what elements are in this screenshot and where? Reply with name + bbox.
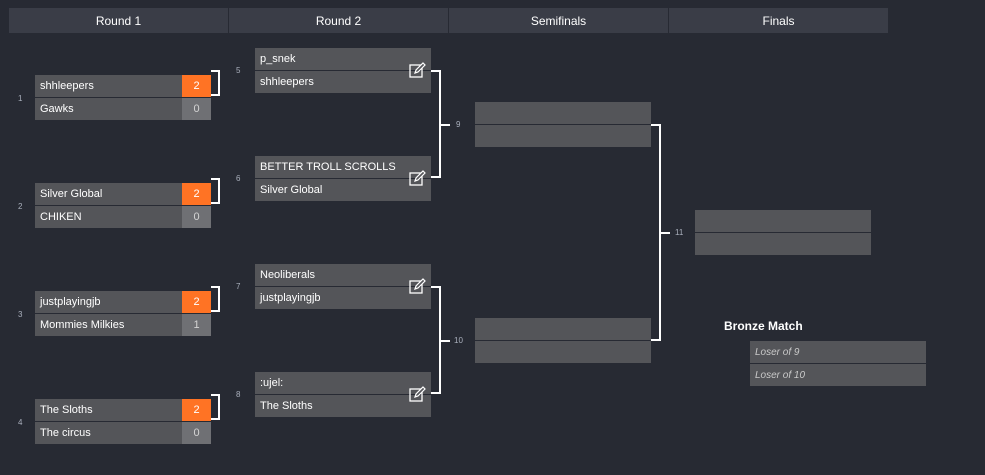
match-number: 2 — [18, 202, 23, 211]
match-2[interactable]: Silver Global 2 CHIKEN 0 — [35, 183, 211, 229]
team-name: Mommies Milkies — [40, 319, 125, 331]
match-3[interactable]: justplayingjb 2 Mommies Milkies 1 — [35, 291, 211, 337]
team-slot[interactable] — [475, 125, 651, 147]
placeholder-text: Loser of 10 — [755, 370, 806, 381]
connector-bracket — [431, 70, 441, 178]
match-11[interactable] — [695, 210, 871, 256]
team-slot[interactable]: BETTER TROLL SCROLLS — [255, 156, 431, 178]
match-number: 1 — [18, 94, 23, 103]
team-name: Silver Global — [260, 184, 323, 196]
connector-bracket — [211, 394, 220, 420]
team-name: Neoliberals — [260, 269, 316, 281]
connector-bracket — [431, 286, 441, 394]
team-slot[interactable] — [475, 318, 651, 340]
team-name: justplayingjb — [40, 296, 101, 308]
team-slot[interactable]: shhleepers — [255, 71, 431, 93]
team-name: Silver Global — [40, 188, 103, 200]
match-8[interactable]: :ujel: The Sloths — [255, 372, 431, 418]
team-slot[interactable]: justplayingjb 2 — [35, 291, 211, 313]
team-slot[interactable]: Silver Global 2 — [35, 183, 211, 205]
score-loser: 0 — [182, 422, 211, 444]
team-slot[interactable]: Loser of 10 — [750, 364, 926, 386]
team-slot[interactable]: Neoliberals — [255, 264, 431, 286]
team-slot[interactable]: Loser of 9 — [750, 341, 926, 363]
team-name: justplayingjb — [260, 292, 321, 304]
match-number: 8 — [236, 390, 241, 399]
team-slot[interactable] — [695, 210, 871, 232]
team-name: :ujel: — [260, 377, 284, 389]
match-5[interactable]: p_snek shhleepers — [255, 48, 431, 94]
match-4[interactable]: The Sloths 2 The circus 0 — [35, 399, 211, 445]
team-slot[interactable]: p_snek — [255, 48, 431, 70]
match-number: 9 — [456, 120, 461, 129]
team-name: BETTER TROLL SCROLLS — [260, 161, 396, 173]
team-name: The Sloths — [40, 404, 93, 416]
match-number: 5 — [236, 66, 241, 75]
match-number: 10 — [454, 336, 463, 345]
team-slot[interactable] — [695, 233, 871, 255]
bronze-match-title: Bronze Match — [724, 319, 803, 333]
team-slot[interactable]: Gawks 0 — [35, 98, 211, 120]
connector-tick — [441, 340, 450, 342]
connector-bracket — [651, 124, 661, 341]
team-slot[interactable] — [475, 102, 651, 124]
score-loser: 0 — [182, 98, 211, 120]
team-name: Gawks — [40, 103, 74, 115]
team-name: shhleepers — [260, 76, 314, 88]
match-number: 7 — [236, 282, 241, 291]
placeholder-text: Loser of 9 — [755, 347, 800, 358]
score-winner: 2 — [182, 399, 211, 421]
match-number: 11 — [675, 228, 684, 237]
team-name: shhleepers — [40, 80, 94, 92]
team-slot[interactable]: The Sloths 2 — [35, 399, 211, 421]
connector-bracket — [211, 70, 220, 96]
team-slot[interactable]: Mommies Milkies 1 — [35, 314, 211, 336]
header-finals: Finals — [669, 8, 888, 33]
team-slot[interactable]: :ujel: — [255, 372, 431, 394]
match-6[interactable]: BETTER TROLL SCROLLS Silver Global — [255, 156, 431, 202]
connector-tick — [661, 232, 670, 234]
team-slot[interactable]: CHIKEN 0 — [35, 206, 211, 228]
connector-bracket — [211, 178, 220, 204]
score-winner: 2 — [182, 183, 211, 205]
team-slot[interactable]: justplayingjb — [255, 287, 431, 309]
team-slot[interactable]: shhleepers 2 — [35, 75, 211, 97]
edit-pencil-icon[interactable] — [408, 277, 428, 295]
team-slot[interactable] — [475, 341, 651, 363]
edit-pencil-icon[interactable] — [408, 385, 428, 403]
match-10[interactable] — [475, 318, 651, 364]
team-name: CHIKEN — [40, 211, 82, 223]
team-name: The Sloths — [260, 400, 313, 412]
edit-pencil-icon[interactable] — [408, 61, 428, 79]
match-number: 6 — [236, 174, 241, 183]
match-7[interactable]: Neoliberals justplayingjb — [255, 264, 431, 310]
match-1[interactable]: shhleepers 2 Gawks 0 — [35, 75, 211, 121]
connector-bracket — [211, 286, 220, 312]
edit-pencil-icon[interactable] — [408, 169, 428, 187]
match-number: 4 — [18, 418, 23, 427]
match-9[interactable] — [475, 102, 651, 148]
header-semifinals: Semifinals — [449, 8, 668, 33]
team-slot[interactable]: The Sloths — [255, 395, 431, 417]
team-name: p_snek — [260, 53, 296, 65]
match-number: 3 — [18, 310, 23, 319]
team-name: The circus — [40, 427, 91, 439]
score-winner: 2 — [182, 75, 211, 97]
header-round-1: Round 1 — [9, 8, 228, 33]
connector-tick — [441, 124, 450, 126]
team-slot[interactable]: Silver Global — [255, 179, 431, 201]
team-slot[interactable]: The circus 0 — [35, 422, 211, 444]
score-loser: 0 — [182, 206, 211, 228]
score-loser: 1 — [182, 314, 211, 336]
bronze-match[interactable]: Loser of 9 Loser of 10 — [750, 341, 926, 387]
header-round-2: Round 2 — [229, 8, 448, 33]
score-winner: 2 — [182, 291, 211, 313]
